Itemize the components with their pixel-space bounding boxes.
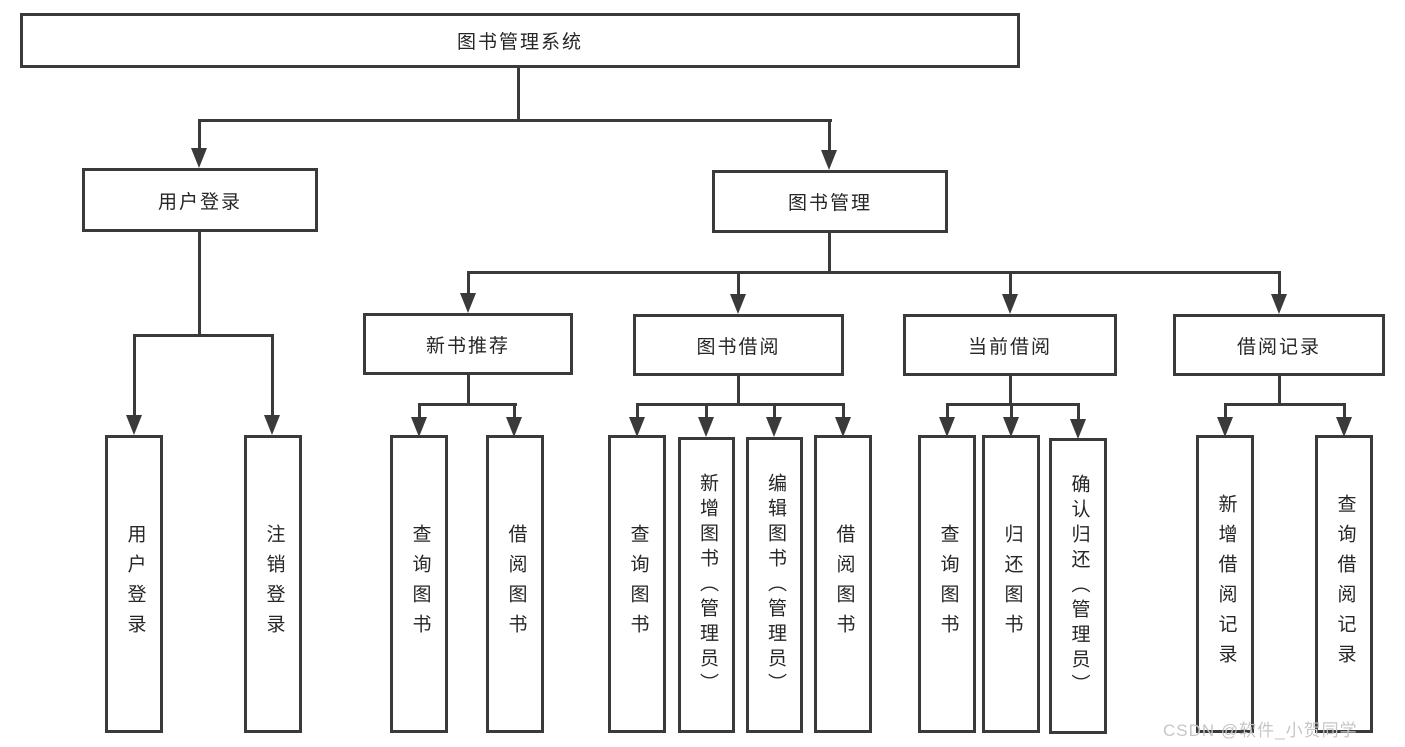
connector-vline [198, 232, 201, 337]
connector-vline [513, 403, 516, 417]
leaf-query-borrow-record: 查询借阅记录 [1315, 435, 1373, 733]
connector-vline [517, 68, 520, 121]
connector-vline [1009, 271, 1012, 295]
leaf-borrow-books-recommend: 借阅图书 [486, 435, 544, 733]
csdn-watermark: CSDN @软件_小贺同学 [1163, 721, 1358, 740]
connector-hline [636, 403, 845, 406]
leaf-borrow-books-recommend-label: 借阅图书 [505, 524, 527, 644]
connector-vline [842, 403, 845, 417]
node-borrowing-records-label: 借阅记录 [1236, 336, 1321, 358]
node-root-label: 图书管理系统 [456, 32, 583, 53]
connector-vline [467, 375, 470, 406]
connector-hline [418, 403, 517, 406]
node-current-borrowing: 当前借阅 [903, 314, 1117, 376]
connector-vline [1077, 403, 1080, 419]
connector-vline [705, 403, 708, 417]
node-user-login-label: 用户登录 [157, 191, 242, 213]
arrow-down-icon [698, 417, 714, 437]
leaf-logout: 注销登录 [244, 435, 302, 733]
connector-vline [418, 403, 421, 417]
connector-vline [1010, 403, 1013, 417]
node-current-borrowing-label: 当前借阅 [967, 336, 1052, 358]
leaf-add-borrow-record: 新增借阅记录 [1196, 435, 1254, 733]
arrow-down-icon [411, 417, 427, 437]
node-user-login: 用户登录 [82, 168, 318, 232]
connector-hline [133, 334, 274, 337]
connector-hline [467, 271, 1281, 274]
leaf-query-books-borrow: 查询图书 [608, 435, 666, 733]
arrow-down-icon [835, 417, 851, 437]
arrow-down-icon [1070, 419, 1086, 439]
connector-vline [1278, 376, 1281, 406]
arrow-down-icon [1271, 294, 1287, 314]
leaf-edit-books-admin-label: 编辑图书（管理员） [764, 472, 786, 698]
arrow-down-icon [264, 415, 280, 435]
node-book-management-label: 图书管理 [787, 193, 872, 214]
leaf-return-books-label: 归还图书 [1001, 524, 1023, 644]
leaf-confirm-return-admin: 确认归还（管理员） [1049, 438, 1107, 734]
connector-vline [828, 233, 831, 274]
node-new-book-recommendation: 新书推荐 [363, 313, 573, 375]
connector-vline [1343, 403, 1346, 417]
leaf-query-borrow-record-label: 查询借阅记录 [1334, 494, 1356, 674]
leaf-add-borrow-record-label: 新增借阅记录 [1215, 494, 1237, 674]
node-root: 图书管理系统 [20, 13, 1020, 68]
leaf-borrow-books: 借阅图书 [814, 435, 872, 733]
connector-vline [828, 119, 831, 152]
leaf-return-books: 归还图书 [982, 435, 1040, 733]
connector-hline [946, 403, 1080, 406]
connector-vline [946, 403, 949, 417]
arrow-down-icon [1002, 294, 1018, 314]
connector-vline [467, 271, 470, 295]
arrow-down-icon [821, 150, 837, 170]
arrow-down-icon [766, 417, 782, 437]
connector-vline [1278, 271, 1281, 295]
leaf-query-books-current: 查询图书 [918, 435, 976, 733]
leaf-query-books-borrow-label: 查询图书 [627, 524, 649, 644]
connector-hline [198, 119, 832, 122]
arrow-down-icon [629, 417, 645, 437]
arrow-down-icon [730, 294, 746, 314]
arrow-down-icon [1003, 417, 1019, 437]
leaf-add-books-admin: 新增图书（管理员） [678, 437, 735, 733]
connector-vline [636, 403, 639, 417]
leaf-query-books-recommend-label: 查询图书 [409, 524, 431, 644]
node-book-borrowing: 图书借阅 [633, 314, 844, 376]
leaf-confirm-return-admin-label: 确认归还（管理员） [1068, 473, 1090, 699]
connector-vline [773, 403, 776, 417]
arrow-down-icon [939, 417, 955, 437]
connector-hline [1224, 403, 1345, 406]
arrow-down-icon [1217, 417, 1233, 437]
leaf-query-books-current-label: 查询图书 [937, 524, 959, 644]
arrow-down-icon [191, 148, 207, 168]
leaf-logout-label: 注销登录 [263, 524, 285, 644]
node-book-management: 图书管理 [712, 170, 948, 233]
node-book-borrowing-label: 图书借阅 [696, 336, 781, 358]
leaf-query-books-recommend: 查询图书 [390, 435, 448, 733]
connector-vline [271, 334, 274, 417]
arrow-down-icon [1336, 417, 1352, 437]
connector-vline [737, 376, 740, 406]
leaf-add-books-admin-label: 新增图书（管理员） [696, 472, 718, 698]
node-borrowing-records: 借阅记录 [1173, 314, 1385, 376]
arrow-down-icon [460, 293, 476, 313]
connector-vline [1009, 376, 1012, 406]
connector-vline [133, 334, 136, 417]
leaf-user-login: 用户登录 [105, 435, 163, 733]
leaf-borrow-books-label: 借阅图书 [833, 524, 855, 644]
arrow-down-icon [506, 417, 522, 437]
arrow-down-icon [126, 415, 142, 435]
leaf-edit-books-admin: 编辑图书（管理员） [746, 437, 803, 733]
connector-vline [1224, 403, 1227, 417]
connector-vline [737, 271, 740, 295]
node-new-book-recommendation-label: 新书推荐 [425, 335, 510, 357]
connector-vline [198, 119, 201, 150]
leaf-user-login-label: 用户登录 [124, 524, 146, 644]
